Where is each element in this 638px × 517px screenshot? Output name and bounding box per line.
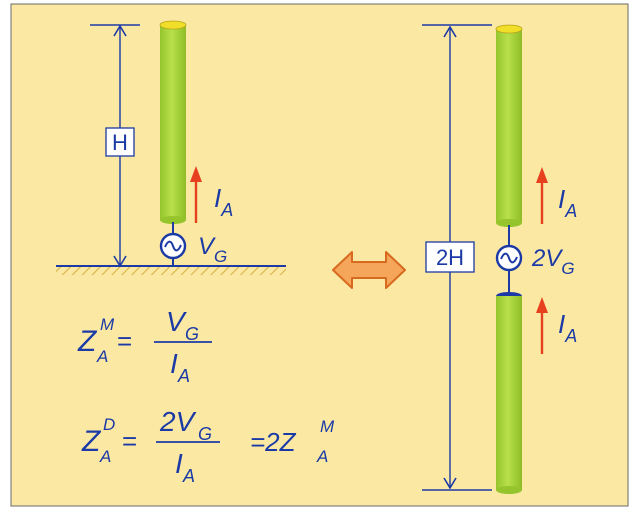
eq-d-numerator-sub: G <box>198 424 212 444</box>
eq-d-denominator-sub: A <box>182 466 195 486</box>
monopole-height-label: H <box>112 130 128 155</box>
eq-d-equals: = <box>122 426 137 456</box>
dipole-conductor-cap <box>495 24 523 34</box>
monopole-current-label: IA <box>214 183 233 220</box>
eq-d-lhs-sub: A <box>99 447 111 466</box>
eq-d-result: =2Z <box>250 427 297 457</box>
monopole-source-label: VG <box>198 233 227 266</box>
eq-m-numerator: V <box>166 306 187 337</box>
dipole-height-label-box <box>425 241 475 273</box>
eq-d-lhs: Z <box>81 425 102 458</box>
eq-m-numerator-sub: G <box>185 324 199 344</box>
dipole-lower-conductor <box>496 296 522 490</box>
eq-d-numerator: 2V <box>159 406 197 437</box>
eq-m-equals: = <box>117 326 132 356</box>
eq-m-lhs-sup: M <box>100 315 115 334</box>
dipole-upper-current-arrow <box>536 167 548 224</box>
monopole-current-arrow <box>190 166 202 223</box>
ground-plane <box>56 266 286 275</box>
eq-d-result-sup: M <box>320 417 335 436</box>
eq-d-lhs-sup: D <box>103 415 115 434</box>
dipole-upper-conductor <box>496 29 522 223</box>
dipole-upper-current-label: IA <box>558 184 577 221</box>
eq-m-denominator: I <box>170 348 178 379</box>
dipole-lower-current-arrow <box>536 297 548 354</box>
monopole-voltage-source-icon <box>159 232 187 260</box>
eq-m-denominator-sub: A <box>177 366 190 386</box>
eq-m-lhs: Z <box>77 325 98 358</box>
monopole-height-label-box <box>105 127 135 157</box>
monopole-conductor <box>160 25 186 220</box>
panel-background <box>10 3 629 507</box>
eq-d-denominator: I <box>175 448 183 479</box>
equation-monopole-impedance: Z M A = V G I A <box>77 306 212 386</box>
monopole-conductor-cap <box>159 20 187 30</box>
eq-d-result-sub: A <box>316 447 328 466</box>
dipole-voltage-source-icon <box>495 244 523 272</box>
dipole-source-label: 2VG <box>531 245 575 278</box>
eq-m-lhs-sub: A <box>96 347 108 366</box>
equation-dipole-impedance: Z D A = 2V G I A =2Z M A <box>81 406 335 486</box>
equivalence-double-arrow-icon <box>332 251 406 289</box>
dipole-lower-current-label: IA <box>558 309 577 346</box>
dipole-height-label: 2H <box>436 245 464 270</box>
